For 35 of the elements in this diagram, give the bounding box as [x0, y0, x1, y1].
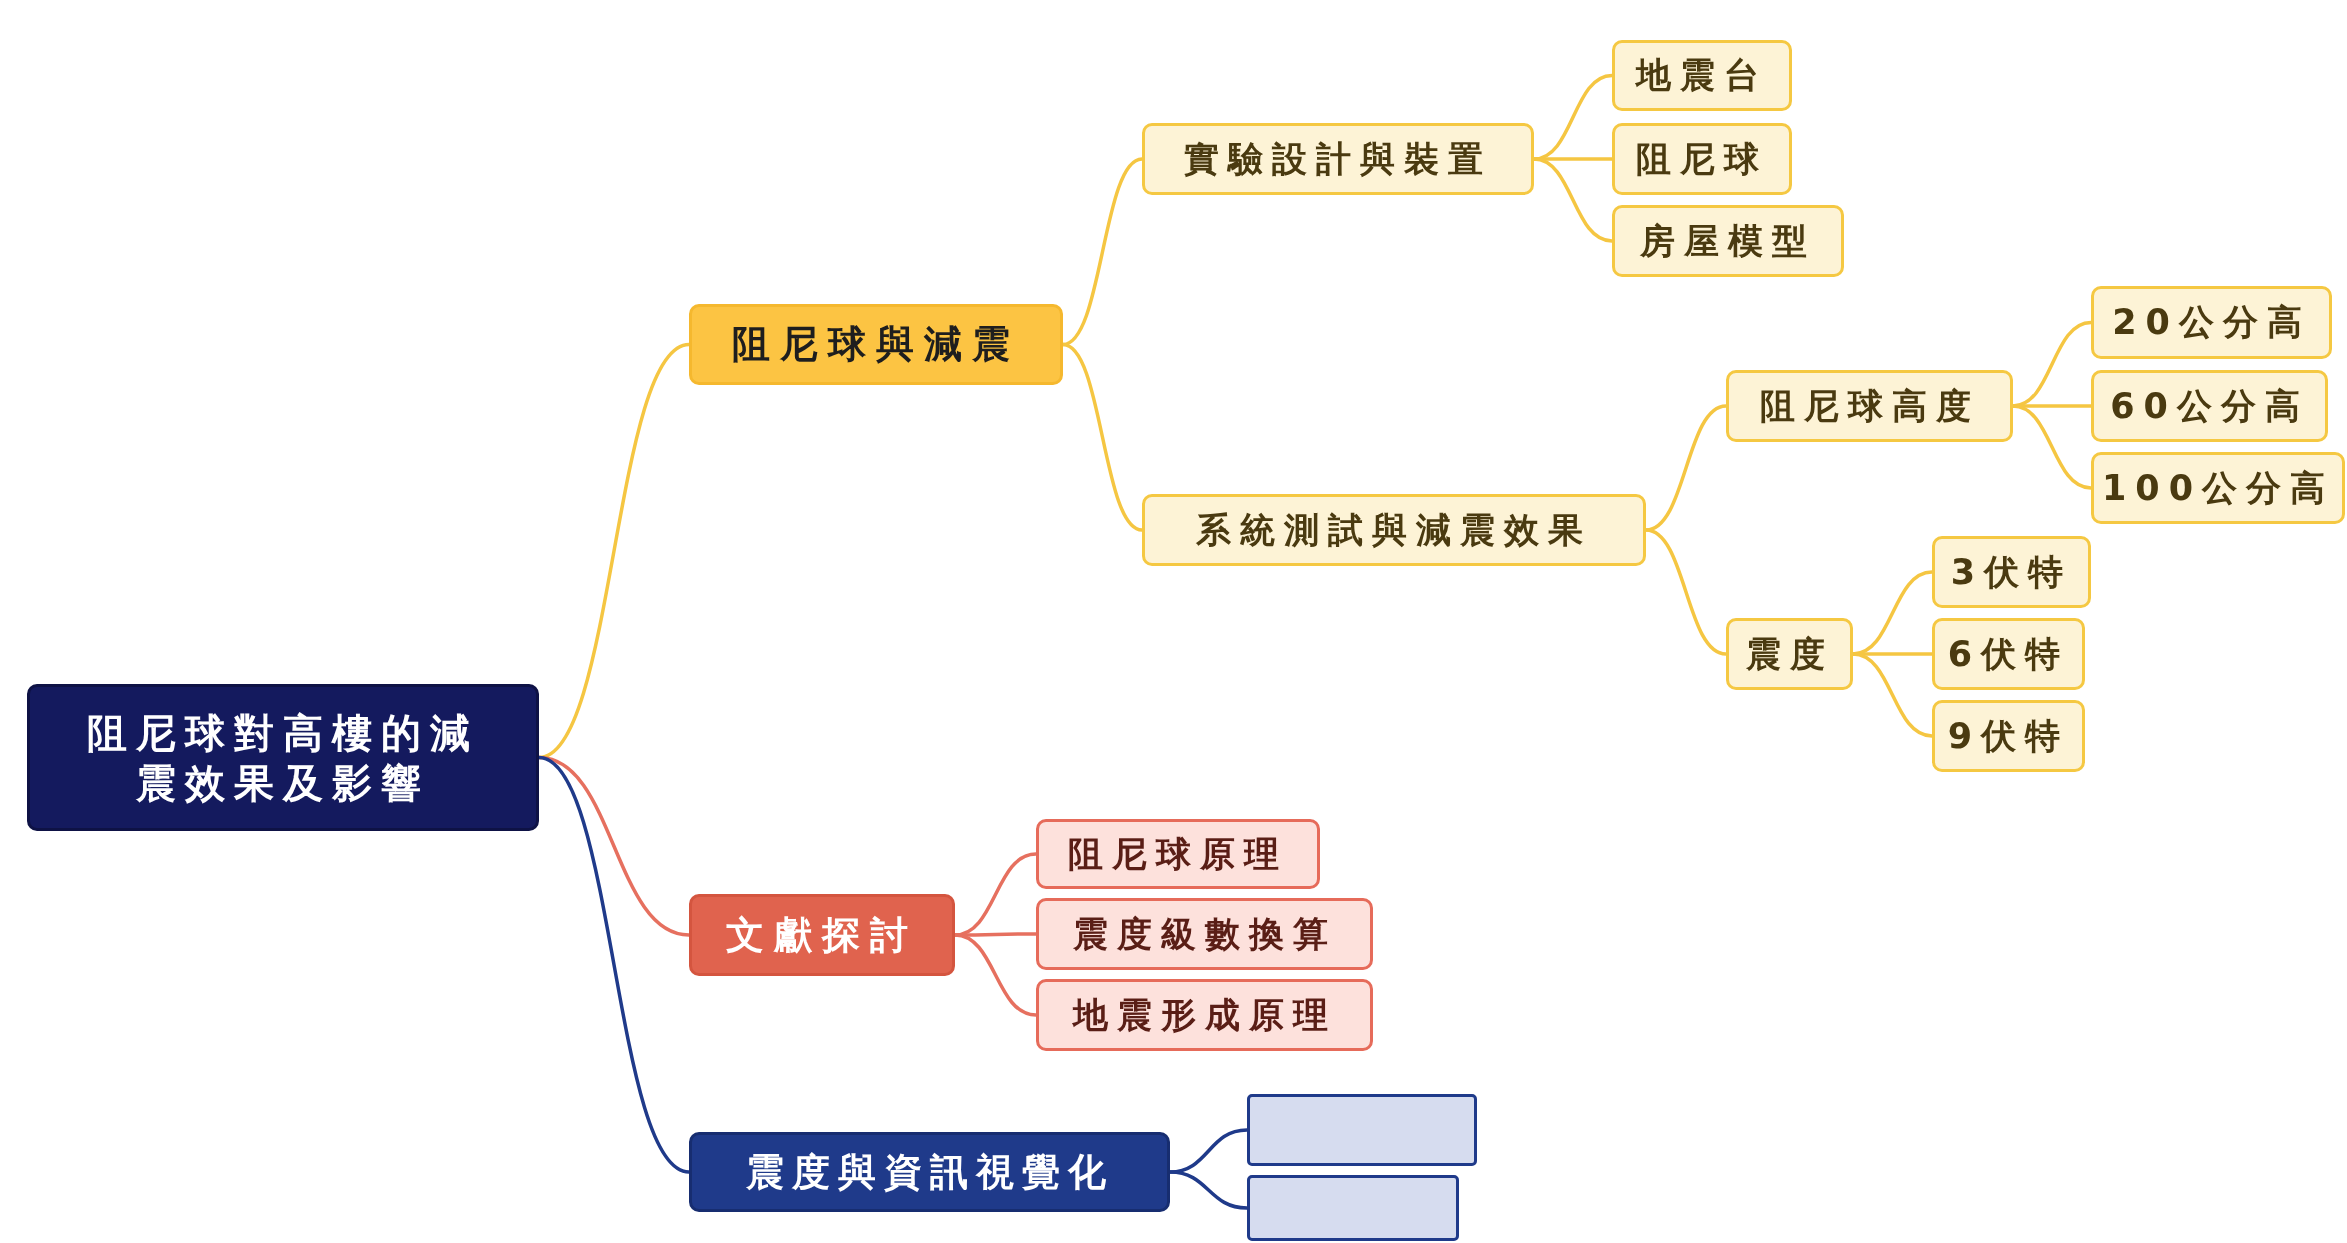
subtopic-box: 阻尼球高度 — [1726, 370, 2013, 442]
connector — [538, 755, 690, 1174]
branch-topic-box: 震度與資訊視覺化 — [689, 1132, 1170, 1212]
subtopic-box: 20公分高 — [2091, 286, 2332, 359]
subtopic-box: 震度級數換算 — [1036, 898, 1373, 970]
subtopic-box: 系統測試與減震效果 — [1142, 494, 1646, 566]
subtopic-box: 60公分高 — [2091, 370, 2328, 442]
connector — [1534, 157, 1612, 161]
connector — [2013, 404, 2091, 408]
subtopic-box: 震度 — [1726, 618, 1853, 690]
connector — [1852, 652, 1933, 738]
connector — [1853, 652, 1932, 656]
subtopic-box: 地震台 — [1612, 40, 1792, 111]
subtopic-box: 房屋模型 — [1612, 205, 1844, 277]
branch-topic-box: 阻尼球與減震 — [689, 304, 1063, 385]
tag-box — [1247, 1175, 1459, 1241]
connector — [1062, 342, 1143, 532]
subtopic-box: 6伏特 — [1932, 618, 2085, 690]
tag-box — [1247, 1094, 1477, 1166]
connector — [955, 932, 1036, 937]
connector — [1645, 528, 1727, 656]
connector — [1062, 157, 1143, 347]
subtopic-box: 地震形成原理 — [1036, 979, 1373, 1051]
subtopic-box: 阻尼球原理 — [1036, 819, 1320, 889]
subtopic-box: 9伏特 — [1932, 700, 2085, 772]
branch-topic-box: 文獻探討 — [689, 894, 955, 976]
subtopic-box: 阻尼球 — [1612, 123, 1792, 195]
subtopic-box: 100公分高 — [2091, 452, 2345, 524]
connector — [1533, 157, 1613, 243]
subtopic-box: 3伏特 — [1932, 536, 2091, 608]
subtopic-box: 實驗設計與裝置 — [1142, 123, 1534, 195]
central-topic-box: 阻尼球對高樓的減震效果及影響 — [27, 684, 539, 831]
connector — [2012, 404, 2092, 490]
connector — [954, 933, 1037, 1017]
connector — [1169, 1170, 1248, 1210]
